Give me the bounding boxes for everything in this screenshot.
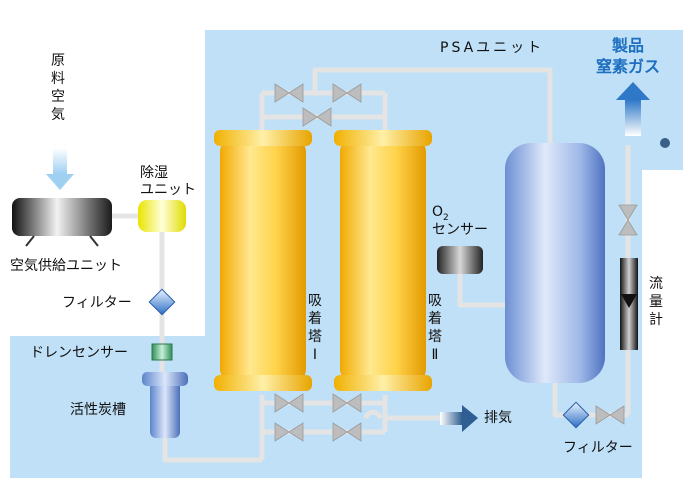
product-arrow bbox=[616, 82, 650, 136]
dehumidifier-line1: 除湿 bbox=[140, 165, 168, 181]
pretreatment-area bbox=[10, 336, 205, 478]
product-nitrogen-label: 製品 窒素ガス bbox=[596, 35, 660, 77]
air-supply-unit bbox=[12, 198, 112, 247]
exhaust-arrow bbox=[440, 405, 478, 432]
tower1-label: 吸着塔Ⅰ bbox=[308, 293, 322, 363]
raw-air-arrow bbox=[46, 148, 74, 190]
filter-right-diamond bbox=[562, 401, 590, 429]
bullet-dot bbox=[660, 138, 670, 148]
drain-sensor-label: ドレンセンサー bbox=[30, 345, 128, 361]
flowmeter-label: 流量計 bbox=[649, 276, 663, 328]
product-line2: 窒素ガス bbox=[596, 57, 661, 76]
product-tank bbox=[505, 143, 605, 383]
pipe-bend bbox=[362, 409, 384, 420]
o2-label: O2 bbox=[432, 204, 449, 227]
flowmeter bbox=[620, 258, 638, 350]
lower-valves bbox=[274, 393, 625, 442]
filter-left-diamond bbox=[148, 288, 176, 316]
dehumidifier-line2: ユニット bbox=[140, 182, 196, 198]
activated-carbon-tank bbox=[142, 372, 188, 438]
air-supply-unit-label: 空気供給ユニット bbox=[10, 258, 122, 274]
dehumidifier-unit bbox=[138, 200, 186, 232]
product-valve bbox=[618, 204, 638, 236]
drain-sensor-body bbox=[151, 343, 173, 361]
o2-main: O bbox=[432, 204, 444, 220]
tower2-label: 吸着塔Ⅱ bbox=[428, 293, 442, 363]
o2-subscript: 2 bbox=[443, 212, 449, 223]
tower-1 bbox=[214, 130, 312, 391]
dehumidifier-label: 除湿 ユニット bbox=[140, 165, 196, 199]
filter-left-label: フィルター bbox=[62, 295, 132, 311]
tower-2 bbox=[334, 130, 432, 391]
product-line1: 製品 bbox=[612, 36, 645, 55]
psa-unit-title: PSAユニット bbox=[440, 40, 545, 56]
exhaust-label: 排気 bbox=[484, 410, 512, 426]
activated-carbon-tank-label: 活性炭槽 bbox=[70, 402, 126, 418]
raw-air-label: 原料空気 bbox=[51, 53, 65, 123]
o2-sensor-label: センサー bbox=[432, 222, 488, 238]
o2-sensor-body bbox=[437, 246, 483, 274]
filter-right-label: フィルター bbox=[563, 440, 633, 456]
upper-valves bbox=[274, 83, 362, 127]
